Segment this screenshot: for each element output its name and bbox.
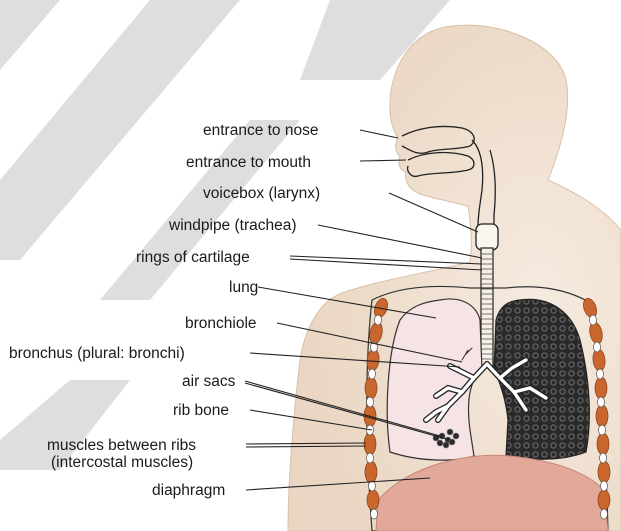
label-lung: lung — [229, 279, 258, 296]
label-voicebox: voicebox (larynx) — [203, 185, 320, 202]
label-bronchiole: bronchiole — [185, 315, 257, 332]
leader-cartilage-2 — [290, 259, 482, 270]
label-air-sacs: air sacs — [182, 373, 235, 390]
label-rings-of-cartilage: rings of cartilage — [136, 249, 250, 266]
trachea — [481, 248, 493, 366]
larynx-shape — [476, 224, 498, 250]
label-rib-bone: rib bone — [173, 402, 229, 419]
label-intercostal-muscles: (intercostal muscles) — [51, 454, 193, 471]
label-entrance-to-nose: entrance to nose — [203, 122, 318, 139]
label-windpipe: windpipe (trachea) — [169, 217, 297, 234]
label-entrance-to-mouth: entrance to mouth — [186, 154, 311, 171]
leader-cartilage-1 — [290, 256, 482, 264]
leader-nose — [360, 130, 398, 138]
label-bronchus: bronchus (plural: bronchi) — [9, 345, 185, 362]
leader-trachea — [318, 225, 482, 258]
label-muscles-between-ribs: muscles between ribs — [47, 437, 196, 454]
label-diaphragm: diaphragm — [152, 482, 225, 499]
